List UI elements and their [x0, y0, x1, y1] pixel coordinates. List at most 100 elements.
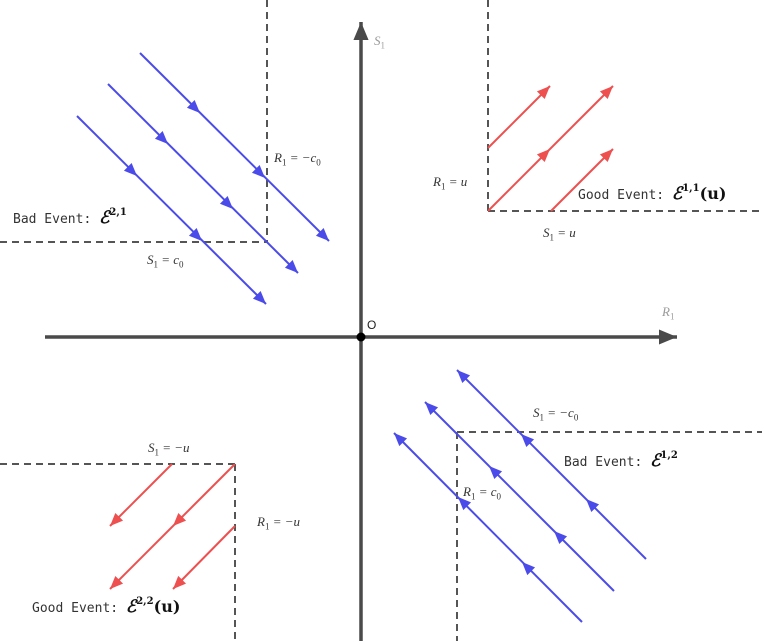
event-argument: (u) — [699, 184, 727, 203]
var: R — [433, 174, 441, 189]
blue-trajectory-line — [456, 369, 647, 560]
rel-sub: 0 — [316, 157, 321, 168]
var: S — [147, 252, 154, 267]
origin-point — [356, 332, 366, 342]
sub: 1 — [440, 181, 446, 192]
blue-arrowhead-icon — [457, 370, 471, 384]
blue-mid-arrow-icon — [186, 99, 200, 113]
origin-dot-icon — [356, 332, 366, 342]
var: S — [533, 405, 540, 420]
x-axis-var: R — [662, 304, 670, 319]
blue-mid-arrow-icon — [123, 162, 137, 176]
red-trajectory-line — [109, 463, 173, 527]
event-prefix: Good Event: — [32, 601, 126, 616]
label-q1-s-boundary: S1 = u — [543, 226, 576, 243]
blue-arrowhead-icon — [252, 290, 266, 304]
red-mid-arrow-icon — [536, 149, 550, 163]
blue-mid-arrow-icon — [154, 130, 168, 144]
label-q4-s-boundary: S1 = −c0 — [533, 406, 578, 423]
sub: 1 — [264, 521, 270, 532]
blue-mid-arrow-icon — [522, 562, 536, 576]
red-arrowhead-icon — [173, 575, 187, 589]
var: R — [463, 484, 471, 499]
event-prefix: Bad Event: — [13, 212, 100, 227]
blue-mid-arrow-icon — [586, 499, 600, 513]
red-trajectory-line — [109, 463, 236, 590]
sub: 1 — [153, 259, 159, 270]
red-arrowhead-icon — [599, 149, 613, 163]
rel-sub: 0 — [496, 491, 502, 502]
bad-event-12-label: Bad Event: ℰ1,2 — [564, 451, 678, 470]
var: R — [274, 150, 282, 165]
label-q3-r-boundary: R1 = −u — [257, 515, 300, 532]
y-axis-sub: 1 — [380, 40, 386, 51]
rel: = c — [158, 252, 180, 267]
rel-sub: 0 — [179, 259, 184, 270]
blue-trajectory-line — [107, 83, 299, 274]
red-arrowhead-icon — [110, 575, 124, 589]
event-argument: (u) — [153, 597, 181, 616]
good-event-trajectories — [109, 85, 614, 590]
blue-mid-arrow-icon — [458, 497, 472, 511]
red-mid-arrow-icon — [173, 512, 187, 526]
x-axis-arrow-icon — [659, 329, 677, 345]
rel: = u — [554, 225, 576, 240]
blue-mid-arrow-icon — [219, 195, 233, 209]
rel: = u — [445, 174, 468, 189]
event-superscript: 1,2 — [660, 450, 678, 461]
red-arrowhead-icon — [110, 512, 124, 526]
red-trajectory-line — [172, 525, 236, 590]
label-q2-s-boundary: S1 = c0 — [147, 253, 184, 270]
blue-mid-arrow-icon — [251, 164, 265, 178]
bad-event-21-label: Bad Event: ℰ2,1 — [13, 208, 127, 227]
blue-arrowhead-icon — [394, 433, 408, 447]
y-axis-var: S — [374, 33, 381, 48]
rel-sub: 0 — [573, 412, 579, 423]
red-arrowhead-icon — [536, 86, 550, 100]
sub: 1 — [281, 157, 287, 168]
event-superscript: 2,1 — [109, 207, 127, 218]
event-superscript: 1,1 — [682, 183, 700, 194]
rel: = −u — [269, 514, 300, 529]
blue-mid-arrow-icon — [521, 434, 535, 448]
label-q4-r-boundary: R1 = c0 — [463, 485, 501, 502]
x-axis-sub: 1 — [669, 311, 675, 322]
red-trajectory-line — [487, 85, 614, 212]
blue-trajectory-line — [393, 432, 583, 623]
blue-trajectory-line — [424, 401, 615, 592]
blue-trajectory-line — [76, 115, 267, 305]
blue-arrowhead-icon — [425, 402, 439, 416]
red-arrowhead-icon — [599, 86, 613, 100]
var: R — [257, 514, 265, 529]
origin-label: O — [367, 318, 377, 332]
event-prefix: Good Event: — [578, 188, 672, 203]
sub: 1 — [154, 447, 160, 458]
good-event-11-label: Good Event: ℰ1,1(u) — [578, 184, 726, 203]
sub: 1 — [470, 491, 476, 502]
good-event-22-label: Good Event: ℰ2,2(u) — [32, 597, 180, 616]
blue-mid-arrow-icon — [554, 531, 568, 545]
y-axis-arrow-icon — [353, 22, 369, 40]
blue-arrowhead-icon — [284, 259, 298, 273]
blue-arrowhead-icon — [315, 227, 329, 241]
rel: = −c — [544, 405, 574, 420]
sub: 1 — [539, 412, 545, 423]
x-axis-label: R1 — [662, 305, 674, 322]
event-symbol: ℰ — [650, 451, 661, 471]
rel: = −u — [159, 440, 190, 455]
blue-mid-arrow-icon — [188, 227, 202, 241]
rel: = −c — [286, 150, 317, 165]
red-trajectory-line — [487, 85, 551, 149]
event-symbol: ℰ — [125, 597, 137, 617]
label-q3-s-boundary: S1 = −u — [148, 441, 190, 458]
label-q2-r-boundary: R1 = −c0 — [274, 151, 321, 168]
label-q1-r-boundary: R1 = u — [433, 175, 467, 192]
event-symbol: ℰ — [671, 184, 683, 204]
event-symbol: ℰ — [99, 208, 110, 228]
sub: 1 — [549, 232, 555, 243]
event-prefix: Bad Event: — [564, 455, 651, 470]
blue-trajectory-line — [139, 52, 330, 242]
bad-event-trajectories — [76, 52, 647, 623]
